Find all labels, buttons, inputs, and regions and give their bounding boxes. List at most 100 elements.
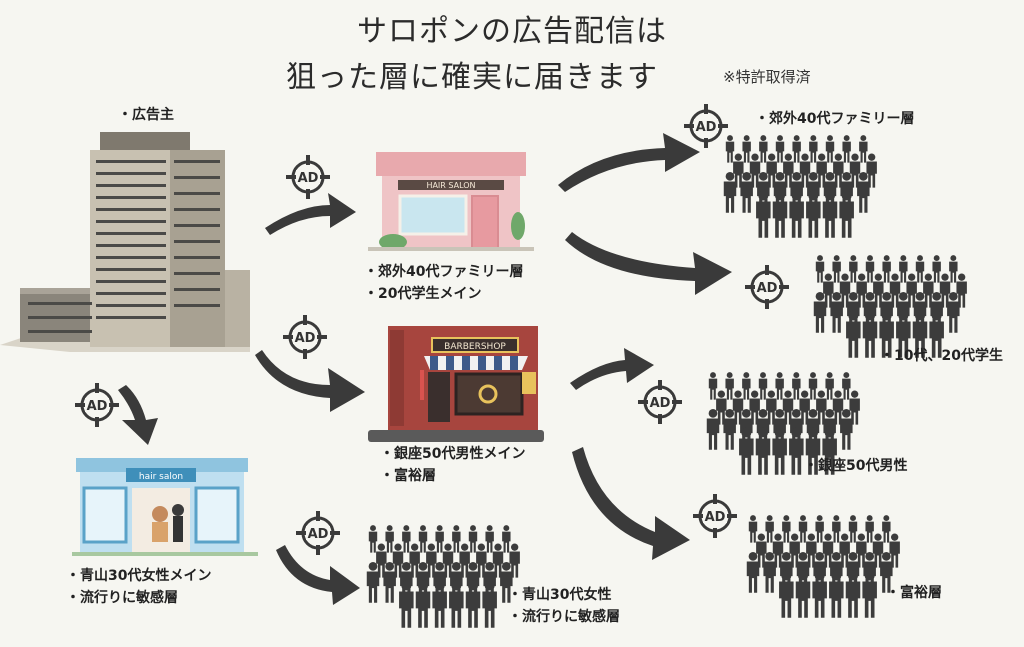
- ginza50-label: ・銀座50代男性: [804, 458, 908, 474]
- ad-text: AD: [298, 171, 319, 186]
- title-line-1: サロポンの広告配信は: [357, 14, 667, 49]
- person-icon: [763, 551, 776, 593]
- advertiser-label: ・広告主: [118, 107, 174, 123]
- ad-icon: AD: [691, 492, 739, 540]
- person-icon: [452, 525, 461, 553]
- blue-salon-targets: ・青山30代女性メイン ・流行りに敏感層: [66, 565, 211, 609]
- person-icon: [723, 408, 736, 450]
- barbershop-sign: BARBERSHOP: [444, 342, 506, 352]
- person-icon: [449, 580, 464, 628]
- building-windows: [28, 160, 220, 333]
- person-icon: [842, 135, 851, 163]
- person-icon: [812, 570, 827, 618]
- person-icon: [465, 580, 481, 628]
- person-icon: [435, 525, 444, 553]
- person-icon: [482, 580, 497, 628]
- person-icon: [798, 515, 808, 543]
- person-icon: [772, 427, 787, 475]
- ad-icon: AD: [743, 263, 791, 311]
- person-icon: [739, 427, 754, 475]
- arrow-to-wealthy-crowd: [572, 447, 690, 560]
- person-icon: [765, 515, 774, 543]
- person-icon: [775, 372, 784, 400]
- person-icon: [822, 190, 838, 238]
- person-icon: [915, 255, 925, 283]
- ad-text: AD: [757, 281, 778, 296]
- person-icon: [725, 135, 735, 163]
- person-icon: [383, 561, 396, 603]
- blue-salon-target-1: ・青山30代女性メイン: [66, 568, 212, 584]
- ad-text: AD: [696, 120, 717, 135]
- person-icon: [415, 580, 431, 628]
- barbershop-target-2: ・富裕層: [380, 468, 436, 484]
- person-icon: [756, 190, 771, 238]
- arrow-to-student-crowd: [565, 232, 732, 295]
- person-icon: [775, 135, 785, 163]
- person-icon: [755, 427, 771, 475]
- person-icon: [742, 135, 751, 163]
- ad-text: AD: [295, 331, 316, 346]
- blue-salon-target-2: ・流行りに敏感層: [66, 590, 178, 606]
- person-icon: [815, 255, 825, 283]
- person-icon: [899, 255, 908, 283]
- person-icon: [862, 310, 878, 358]
- person-icon: [772, 190, 788, 238]
- person-icon: [842, 372, 851, 400]
- person-icon: [832, 515, 841, 543]
- wealthy-label: ・富裕層: [886, 585, 942, 601]
- person-icon: [725, 372, 734, 400]
- ad-icon: AD: [294, 509, 342, 557]
- aoyama-label: ・青山30代女性 ・流行りに敏感層: [508, 584, 620, 628]
- patent-note: ※特許取得済: [723, 68, 811, 86]
- ad-icon: AD: [284, 153, 332, 201]
- person-icon: [418, 525, 428, 553]
- crowd-family40: [723, 135, 877, 238]
- pink-salon-sign: HAIR SALON: [426, 181, 475, 190]
- person-icon: [742, 372, 751, 400]
- person-icon: [485, 525, 494, 553]
- person-icon: [829, 570, 844, 618]
- family40-label: ・郊外40代ファミリー層: [755, 111, 915, 127]
- person-icon: [708, 372, 718, 400]
- person-icon: [825, 372, 834, 400]
- pink-hair-salon: HAIR SALON: [368, 152, 534, 251]
- person-icon: [840, 408, 853, 450]
- person-icon: [830, 291, 843, 333]
- barbershop: BARBERSHOP: [368, 326, 544, 442]
- person-icon: [792, 135, 801, 163]
- person-icon: [859, 135, 868, 163]
- person-icon: [759, 135, 768, 163]
- person-icon: [368, 525, 378, 553]
- person-icon: [706, 408, 720, 450]
- ad-icon: AD: [281, 313, 329, 361]
- aoyama-label-1: ・青山30代女性: [508, 587, 612, 603]
- ad-text: AD: [87, 399, 108, 414]
- person-icon: [846, 310, 861, 358]
- person-icon: [832, 255, 841, 283]
- crowd-wealthy: [746, 515, 900, 618]
- person-icon: [385, 525, 394, 553]
- person-icon: [740, 171, 753, 213]
- pink-salon-targets: ・郊外40代ファミリー層 ・20代学生メイン: [364, 261, 523, 305]
- pink-salon-target-1: ・郊外40代ファミリー層: [364, 264, 524, 280]
- person-icon: [792, 372, 801, 400]
- person-icon: [806, 190, 821, 238]
- person-icon: [815, 515, 824, 543]
- arrow-to-family-crowd: [558, 133, 700, 192]
- person-icon: [795, 570, 811, 618]
- person-icon: [789, 427, 804, 475]
- title-line-2: 狙った層に確実に届きます: [286, 60, 658, 95]
- arrow-to-aoyama-crowd: [276, 545, 360, 605]
- barbershop-targets: ・銀座50代男性メイン ・富裕層: [380, 443, 525, 487]
- ad-icon: AD: [73, 381, 121, 429]
- crowd-aoyama: [366, 525, 520, 628]
- ad-text: AD: [308, 527, 329, 542]
- arrow-to-blue-salon: [118, 385, 158, 445]
- students-label: ・10代、20代学生: [880, 348, 1003, 364]
- person-icon: [932, 255, 941, 283]
- person-icon: [849, 255, 858, 283]
- barbershop-target-1: ・銀座50代男性メイン: [380, 446, 526, 462]
- person-icon: [782, 515, 791, 543]
- arrow-to-pink-salon: [265, 193, 356, 235]
